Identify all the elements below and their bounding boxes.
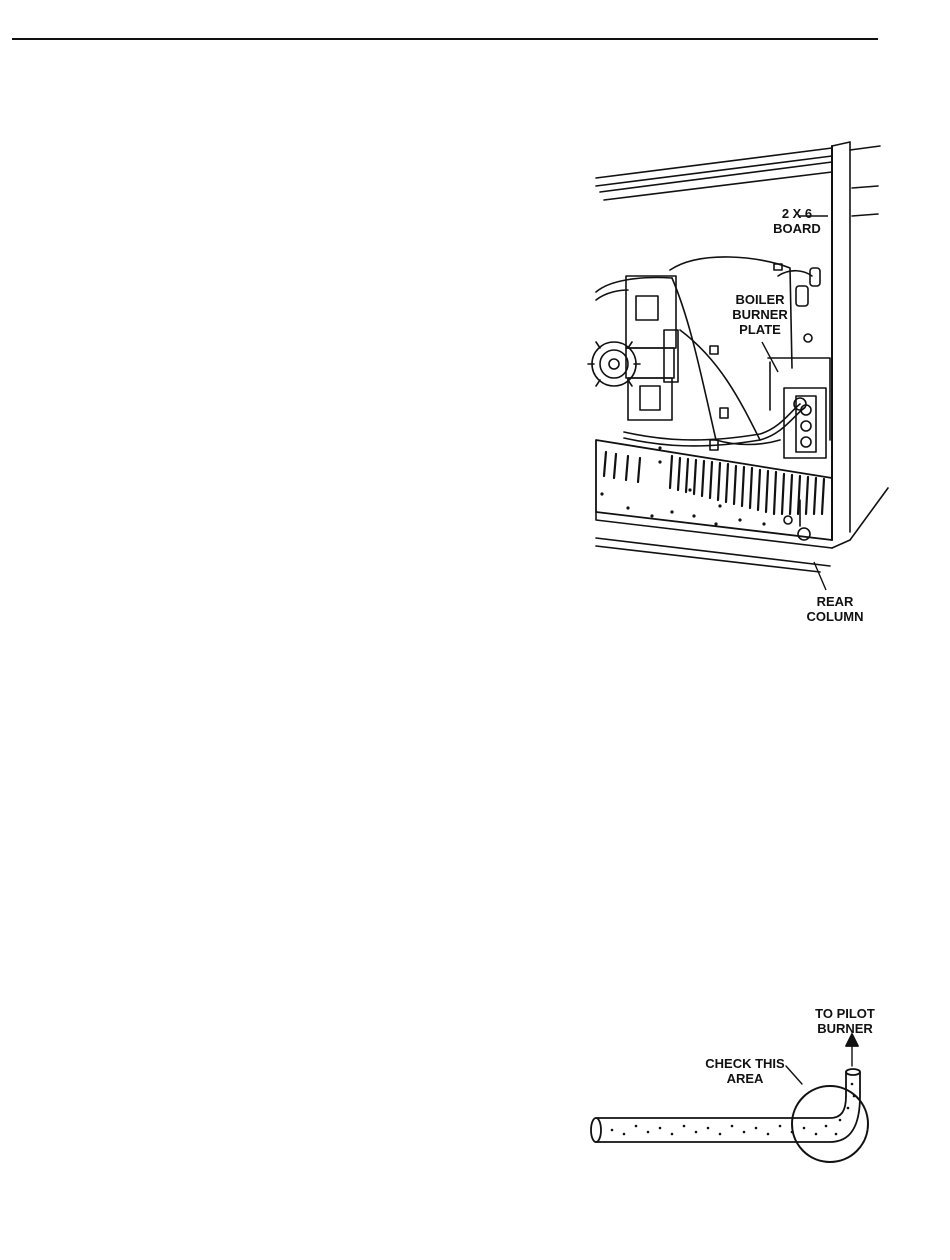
label-2x6-board: 2 X 6 BOARD [752,206,842,236]
label-boiler-burner-plate: BOILER BURNER PLATE [720,292,800,337]
label-check-this-area: CHECK THIS AREA [700,1056,790,1086]
label-to-pilot-burner: TO PILOT BURNER [800,1006,890,1036]
label-rear-column: REAR COLUMN [790,594,880,624]
boiler-burner-plate-illustration [0,0,950,660]
